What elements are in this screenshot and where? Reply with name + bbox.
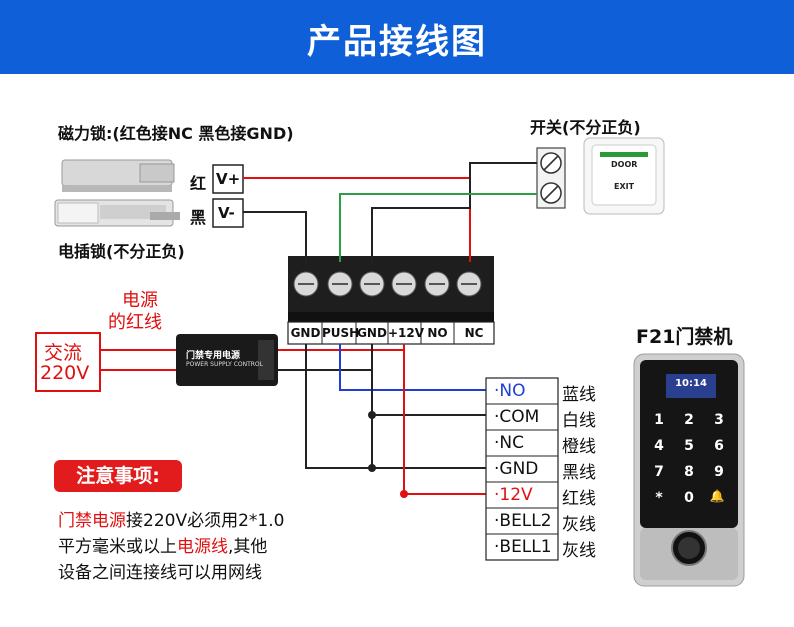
key-7: 7 (654, 464, 664, 480)
signal-nc: ·NC (494, 433, 524, 453)
psu-box-label-en: POWER SUPPLY CONTROL (186, 361, 263, 368)
key-1: 1 (654, 412, 664, 428)
signal-12v: ·12V (494, 485, 533, 505)
terminal-12v: +12V (388, 326, 425, 340)
bolt-lock-image (54, 199, 180, 227)
exit-button-text-top: DOOR (611, 160, 638, 169)
terminal-no: NO (427, 326, 448, 340)
wire-color-no: 蓝线 (562, 385, 596, 405)
device-screen-time: 10:14 (675, 378, 707, 389)
switch-label: 开关(不分正负) (530, 118, 641, 137)
terminal-nc: NC (464, 326, 484, 340)
header-banner: 产品接线图 (0, 0, 794, 74)
key-star: * (655, 490, 663, 506)
vminus-label: V- (218, 204, 235, 222)
terminal-gnd-1: GND (290, 326, 321, 340)
notice-line-2-a: 平方毫米或以上 (58, 537, 177, 557)
notice-badge: 注意事项: (54, 460, 182, 492)
wire-color-bell2: 灰线 (562, 515, 596, 535)
terminal-push: PUSH (322, 326, 360, 340)
vplus-label: V+ (216, 170, 241, 188)
wire-color-nc: 橙线 (562, 437, 596, 457)
psu-box-label-cn: 门禁专用电源 (186, 351, 241, 361)
key-3: 3 (714, 412, 724, 428)
notice-line-1-text: 接220V必须用2*1.0 (126, 511, 285, 531)
key-5: 5 (684, 438, 694, 454)
signal-no: ·NO (494, 381, 526, 401)
maglock-label: 磁力锁:(红色接NC 黑色接GND) (58, 124, 294, 143)
notice-highlight-psu: 门禁电源 (58, 511, 126, 531)
key-8: 8 (684, 464, 694, 480)
wire-color-bell1: 灰线 (562, 541, 596, 561)
bell-icon: 🔔 (709, 489, 725, 503)
signal-bell2: ·BELL2 (494, 511, 552, 531)
psu-red-wire-label-2: 的红线 (108, 312, 162, 333)
magnetic-lock-image (61, 159, 175, 192)
terminal-gnd-2: GND (357, 326, 387, 340)
signal-bell1: ·BELL1 (494, 537, 552, 557)
device-title: F21门禁机 (636, 326, 733, 348)
key-2: 2 (684, 412, 694, 428)
notice-highlight-cable: 电源线 (177, 537, 228, 557)
key-0: 0 (684, 490, 694, 506)
key-6: 6 (714, 438, 724, 454)
terminal-block (287, 256, 495, 345)
access-control-device (633, 353, 745, 587)
exit-button-image (583, 137, 665, 215)
psu-red-wire-label: 电源 (122, 290, 158, 311)
wire-color-gnd: 黑线 (562, 463, 596, 483)
key-4: 4 (654, 438, 664, 454)
ac-label: 交流 (44, 342, 83, 364)
notice-line-2: 平方毫米或以上电源线,其他 (58, 532, 267, 557)
exit-button-text-bottom: EXIT (614, 182, 635, 191)
bolt-lock-label: 电插锁(不分正负) (58, 242, 185, 261)
page-title: 产品接线图 (307, 22, 487, 62)
black-label: 黑 (190, 208, 207, 227)
signal-com: ·COM (494, 407, 540, 427)
signal-gnd: ·GND (494, 459, 539, 479)
wire-color-com: 白线 (562, 411, 596, 431)
notice-line-2-b: ,其他 (228, 537, 268, 557)
ac-voltage-label: 220V (40, 362, 90, 384)
power-supply-image (176, 334, 278, 386)
wire-color-12v: 红线 (562, 489, 596, 509)
red-label: 红 (190, 174, 207, 193)
key-9: 9 (714, 464, 724, 480)
notice-line-1: 门禁电源接220V必须用2*1.0 (58, 506, 284, 531)
notice-line-3: 设备之间连接线可以用网线 (58, 563, 262, 583)
